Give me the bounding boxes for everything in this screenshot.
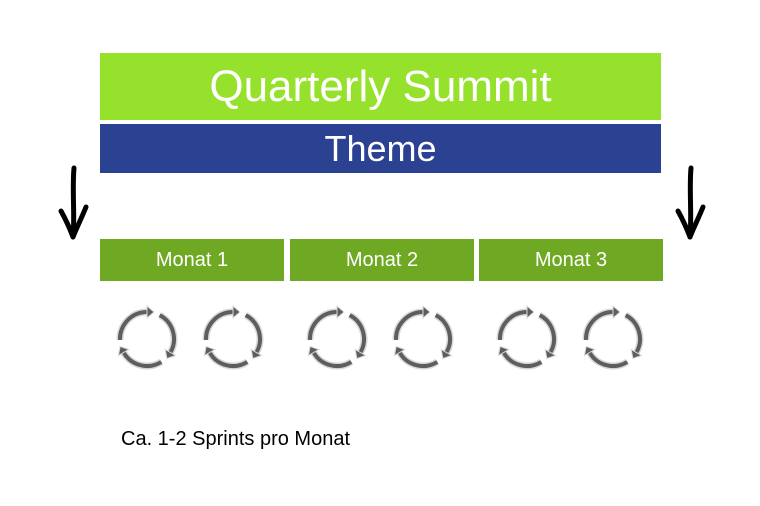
month-label: Monat 2 [345, 248, 419, 271]
cycle-arrows-icon [496, 305, 558, 370]
down-arrow-icon [675, 165, 706, 240]
month-1-box: Monat 1 [100, 239, 284, 281]
quarterly-summit-box: Quarterly Summit [100, 53, 661, 120]
cycle-arrows-icon [306, 305, 368, 370]
cycle-arrows-icon [392, 305, 454, 370]
month-3-box: Monat 3 [479, 239, 663, 281]
month-label: Monat 3 [534, 248, 608, 271]
month-2-box: Monat 2 [290, 239, 474, 281]
quarterly-summit-label: Quarterly Summit [209, 61, 552, 111]
cycle-arrows-icon [582, 305, 644, 370]
cycle-arrows-icon [116, 305, 178, 370]
month-label: Monat 1 [155, 248, 229, 271]
cycle-arrows-icon [202, 305, 264, 370]
caption: Ca. 1-2 Sprints pro Monat [121, 428, 350, 450]
theme-label: Theme [324, 127, 437, 169]
theme-box: Theme [100, 124, 661, 173]
down-arrow-icon [58, 165, 89, 240]
